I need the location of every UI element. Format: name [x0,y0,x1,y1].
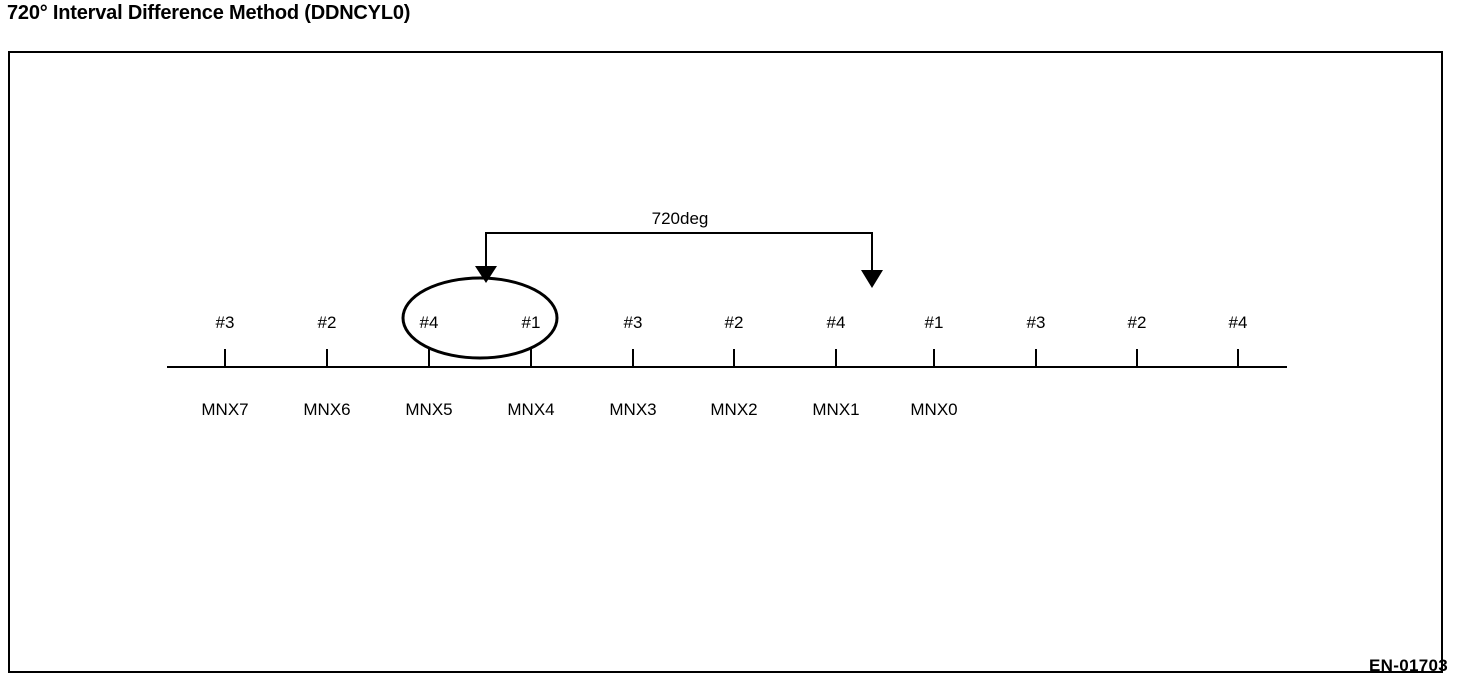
figure-border [8,51,1443,673]
figure-code: EN-01703 [1369,656,1448,675]
page-title: 720° Interval Difference Method (DDNCYL0… [7,2,411,24]
